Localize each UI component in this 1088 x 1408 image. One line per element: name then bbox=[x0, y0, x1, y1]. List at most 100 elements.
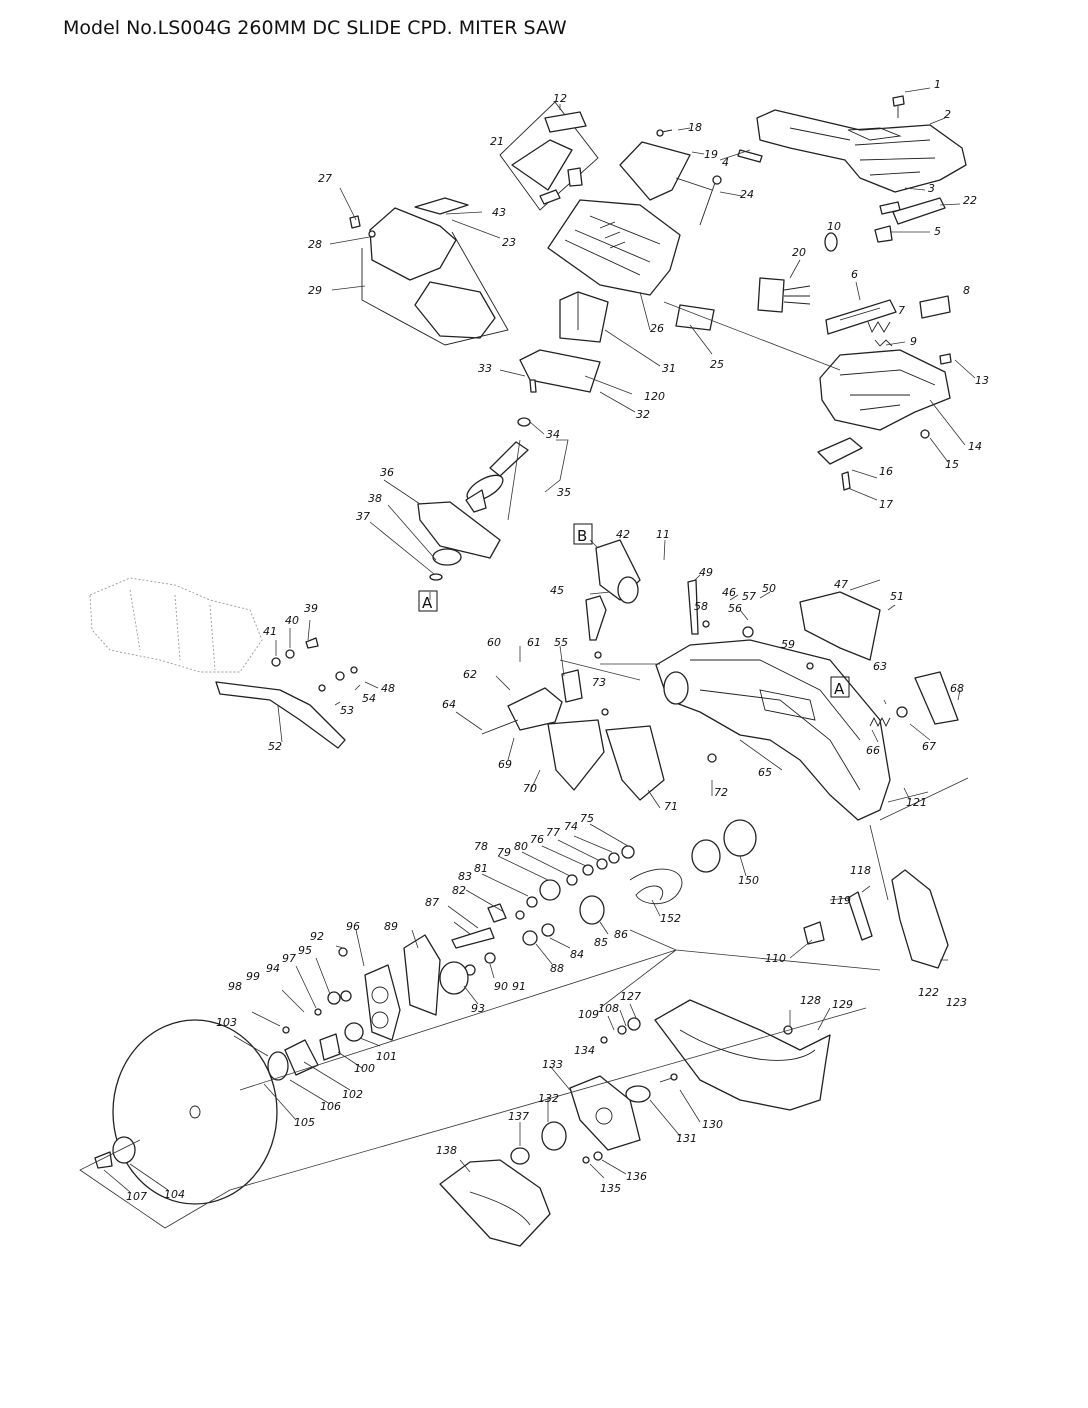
part-label-6: 6 bbox=[851, 268, 858, 281]
part-label-63: 63 bbox=[873, 660, 887, 673]
part-label-128: 128 bbox=[800, 994, 821, 1007]
holder-62 bbox=[507, 687, 563, 731]
part-label-58: 58 bbox=[694, 600, 708, 613]
part-label-71: 71 bbox=[664, 800, 678, 813]
springs-66-67 bbox=[869, 706, 908, 728]
assembly-lines bbox=[79, 301, 969, 1229]
switch-trigger-22 bbox=[892, 197, 946, 225]
part-label-108: 108 bbox=[598, 1002, 619, 1015]
battery-cell-31 bbox=[559, 291, 609, 343]
part-label-129: 129 bbox=[832, 998, 853, 1011]
part-label-80: 80 bbox=[514, 840, 528, 853]
cover-70 bbox=[547, 719, 605, 791]
part-label-3: 3 bbox=[928, 182, 935, 195]
part-label-23: 23 bbox=[502, 236, 516, 249]
part-label-32: 32 bbox=[636, 408, 650, 421]
part-label-135: 135 bbox=[600, 1182, 621, 1195]
part-label-5: 5 bbox=[934, 225, 941, 238]
bolt-49 bbox=[687, 579, 699, 635]
part-label-11: 11 bbox=[656, 528, 670, 541]
lever-6 bbox=[825, 299, 897, 335]
part-label-22: 22 bbox=[963, 194, 977, 207]
pulley-86 bbox=[579, 895, 605, 925]
part-label-36: 36 bbox=[380, 466, 394, 479]
ring-137 bbox=[510, 1147, 530, 1165]
part-label-85: 85 bbox=[594, 936, 608, 949]
part-label-35: 35 bbox=[557, 486, 571, 499]
part-label-97: 97 bbox=[282, 952, 296, 965]
guard-47 bbox=[799, 591, 881, 661]
part-label-123: 123 bbox=[946, 996, 967, 1009]
part-label-59: 59 bbox=[781, 638, 795, 651]
part-label-50: 50 bbox=[762, 582, 776, 595]
switch-box-8 bbox=[919, 295, 951, 319]
part-label-130: 130 bbox=[702, 1118, 723, 1131]
part-label-60: 60 bbox=[487, 636, 501, 649]
part-label-40: 40 bbox=[285, 614, 299, 627]
part-label-65: 65 bbox=[758, 766, 772, 779]
part-label-118: 118 bbox=[850, 864, 871, 877]
plate-131 bbox=[625, 1085, 651, 1103]
part-label-101: 101 bbox=[376, 1050, 397, 1063]
part-label-95: 95 bbox=[298, 944, 312, 957]
gear-housing-65 bbox=[655, 639, 891, 821]
part-label-16: 16 bbox=[879, 465, 893, 478]
screw-27 bbox=[349, 215, 361, 229]
part-label-109: 109 bbox=[578, 1008, 599, 1021]
blade-case-129 bbox=[654, 999, 831, 1111]
part-label-81: 81 bbox=[474, 862, 488, 875]
washers-48-54 bbox=[318, 666, 358, 692]
pin-33 bbox=[529, 379, 537, 393]
washer-37 bbox=[429, 573, 443, 581]
gasket-89 bbox=[403, 934, 441, 1016]
part-label-31: 31 bbox=[662, 362, 676, 375]
part-label-76: 76 bbox=[530, 833, 544, 846]
part-label-67: 67 bbox=[922, 740, 936, 753]
part-label-106: 106 bbox=[320, 1100, 341, 1113]
part-label-8: 8 bbox=[963, 284, 970, 297]
part-label-27: 27 bbox=[318, 172, 332, 185]
label-25 bbox=[675, 304, 715, 331]
part-label-52: 52 bbox=[268, 740, 282, 753]
part-label-14: 14 bbox=[968, 440, 982, 453]
plate-68 bbox=[914, 671, 959, 725]
part-label-87: 87 bbox=[425, 896, 439, 909]
part-label-20: 20 bbox=[792, 246, 806, 259]
part-number-labels: 1 2 3 4 5 6 7 8 9 10 11 12 13 14 15 16 1… bbox=[126, 78, 989, 1203]
part-label-137: 137 bbox=[508, 1110, 529, 1123]
part-label-18: 18 bbox=[688, 121, 702, 134]
part-label-100: 100 bbox=[354, 1062, 375, 1075]
part-label-15: 15 bbox=[945, 458, 959, 471]
cover-12-21 bbox=[499, 101, 599, 211]
part-label-21: 21 bbox=[490, 135, 504, 148]
part-label-45: 45 bbox=[550, 584, 564, 597]
part-label-25: 25 bbox=[710, 358, 724, 371]
cover-19 bbox=[619, 141, 713, 201]
bolt-24 bbox=[699, 175, 722, 226]
callout-a-lower: A bbox=[418, 590, 438, 612]
part-label-53: 53 bbox=[340, 704, 354, 717]
screw-13 bbox=[939, 353, 952, 365]
part-label-70: 70 bbox=[523, 782, 537, 795]
part-label-152: 152 bbox=[660, 912, 681, 925]
plate-102 bbox=[284, 1039, 319, 1076]
part-label-90: 90 bbox=[494, 980, 508, 993]
part-label-69: 69 bbox=[498, 758, 512, 771]
part-label-64: 64 bbox=[442, 698, 456, 711]
bearing-150 bbox=[691, 819, 757, 873]
handle-lower-14 bbox=[819, 349, 951, 431]
part-label-48: 48 bbox=[381, 682, 395, 695]
armature-35 bbox=[465, 417, 531, 513]
screw-part-4 bbox=[737, 149, 763, 163]
part-label-89: 89 bbox=[384, 920, 398, 933]
part-label-4: 4 bbox=[722, 156, 729, 169]
part-label-55: 55 bbox=[554, 636, 568, 649]
battery-terminal-16 bbox=[817, 437, 863, 465]
part-label-61: 61 bbox=[527, 636, 541, 649]
part-label-17: 17 bbox=[879, 498, 893, 511]
part-label-33: 33 bbox=[478, 362, 492, 375]
motor-housing-29 bbox=[361, 207, 509, 346]
part-label-132: 132 bbox=[538, 1092, 559, 1105]
part-label-107: 107 bbox=[126, 1190, 147, 1203]
part-label-77: 77 bbox=[546, 826, 560, 839]
